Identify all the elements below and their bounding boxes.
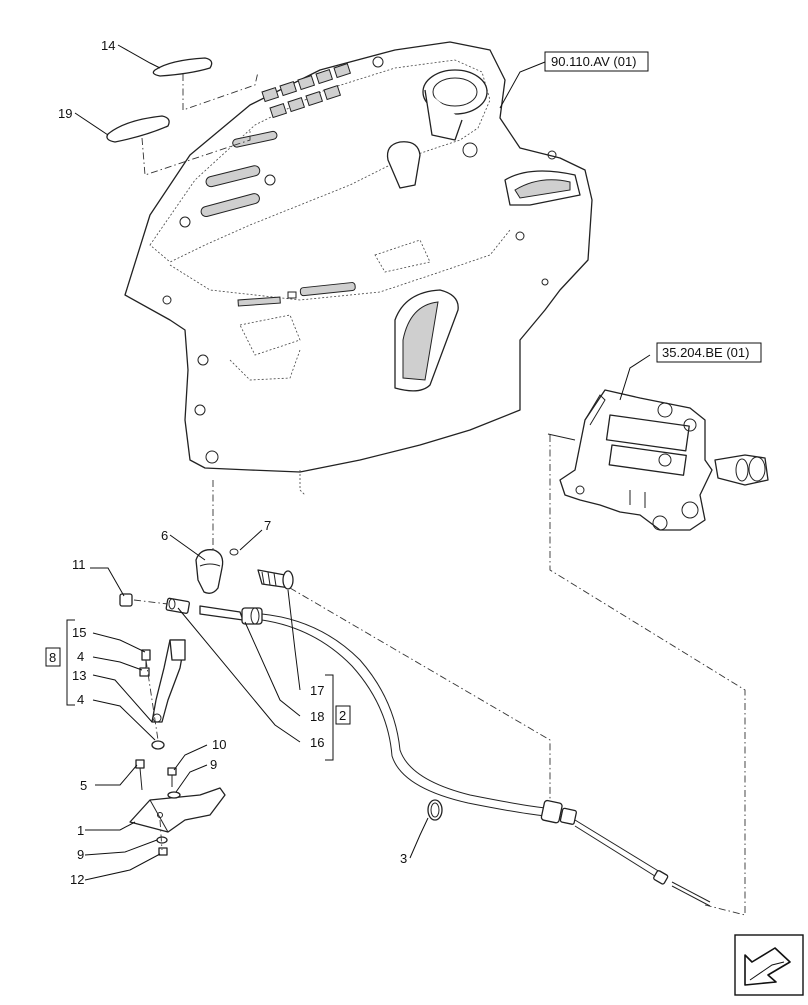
pivot-16 [165,597,190,614]
screw-15 [141,649,151,668]
callout-4b: 4 [77,692,84,707]
cable-end-18 [199,605,263,625]
callout-14: 14 [101,38,115,53]
o-ring-7 [229,548,239,556]
nut-12 [158,847,168,856]
bushing-guide [133,599,169,605]
cable-fitting-17 [257,569,294,590]
cable-sheath [261,613,546,809]
callout-18: 18 [310,709,324,724]
ref-a-label: 90.110.AV (01) [551,54,637,69]
callout-6: 6 [161,528,168,543]
callout-16: 16 [310,735,324,750]
bracket-guide [159,819,163,851]
callout-10: 10 [212,737,226,752]
cable-rod [574,819,661,873]
nut-4a [139,667,150,677]
washer-4b [151,740,165,750]
cable-adjuster [540,799,577,825]
callout-1: 1 [77,823,84,838]
ref-b-label: 35.204.BE (01) [662,345,749,360]
console-housing [124,41,593,496]
bushing-11 [119,593,133,607]
callout-11: 11 [72,557,86,572]
callout-9a: 9 [210,757,217,772]
lever-knob-6 [195,549,224,594]
bolt-5 [135,759,145,791]
ref-box-a[interactable]: 90.110.AV (01) [544,51,649,72]
callout-8: 8 [49,650,56,665]
callout-3: 3 [400,851,407,866]
ref-box-b[interactable]: 35.204.BE (01) [656,342,762,363]
plug-14 [152,57,213,77]
lever-guide [145,659,159,741]
cable-sheath-inner [261,619,546,817]
callout-2: 2 [339,708,346,723]
callout-19: 19 [58,106,72,121]
plug-19 [106,115,170,143]
bracket-1 [129,787,226,833]
callout-7: 7 [264,518,271,533]
plug-19-guide [141,130,251,176]
lever-arm-13 [151,639,186,723]
callouts: 14 19 6 7 11 15 4 13 4 17 18 16 10 9 5 1… [58,38,407,887]
callout-9b: 9 [77,847,84,862]
washer-9a [167,791,181,799]
callout-12: 12 [70,872,84,887]
cable-end-rod [653,870,711,907]
callout-17: 17 [310,683,324,698]
plug-14-guide [182,71,259,111]
valve-assembly [547,389,769,531]
group-8-box: 8 [45,647,61,667]
o-ring-3 [427,799,443,821]
callout-15: 15 [72,625,86,640]
callout-5: 5 [80,778,87,793]
callout-13: 13 [72,668,86,683]
washer-9b [156,836,168,844]
cable-guide-line [289,587,551,800]
group-2-box: 2 [335,705,351,725]
callout-4a: 4 [77,649,84,664]
valve-guide-line [549,435,746,916]
leader-lines [66,44,651,881]
next-page-arrow-icon[interactable] [734,934,804,996]
bolt-10 [167,767,177,787]
switch-panel [261,63,352,119]
